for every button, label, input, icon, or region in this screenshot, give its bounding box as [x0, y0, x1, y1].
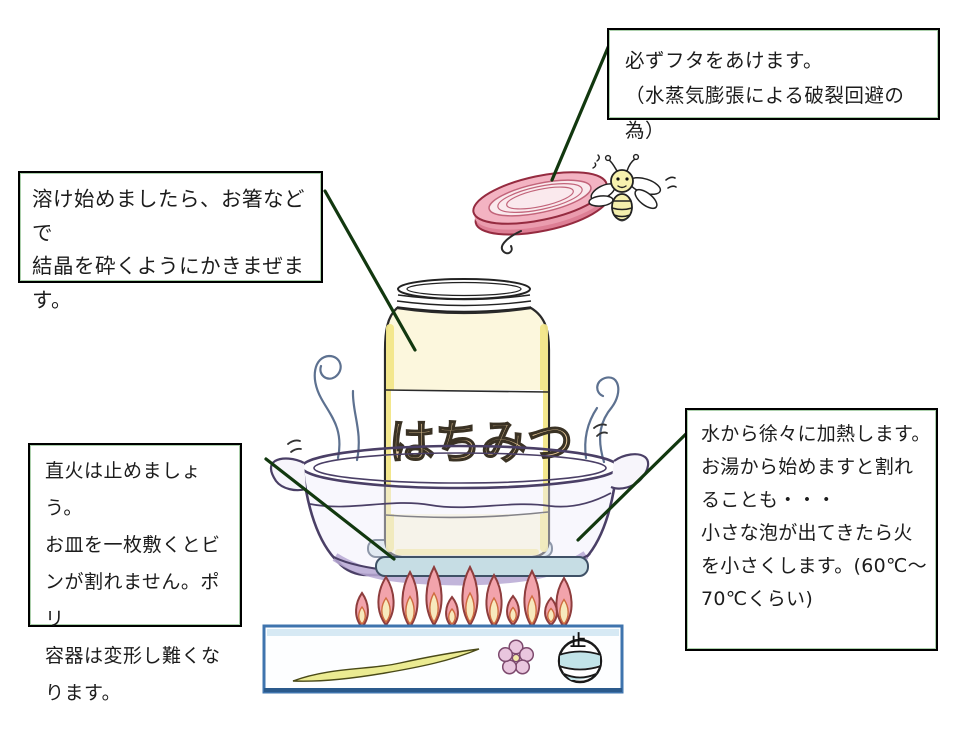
- motion-curl: [500, 230, 522, 255]
- flame-core: [448, 607, 456, 625]
- flower-decoration: [497, 639, 535, 675]
- flame-core: [405, 595, 415, 626]
- flame-core: [547, 607, 555, 623]
- leader-line-heat: [576, 429, 691, 542]
- callout-open-lid: 必ずフタをあけます。 （水蒸気膨張による破裂回避の為）: [607, 28, 940, 142]
- flame-core: [489, 596, 499, 626]
- callout-no-direct-fire: 直火は止めましょう。 お皿を一枚敷くとビ ンが割れません。ポリ 容器は変形し難く…: [28, 443, 242, 704]
- steam-swirl-left: [313, 354, 360, 462]
- callout-heat-from-water: 水から徐々に加熱します。 お湯から始めますと割れ ることも・・・ 小さな泡が出て…: [685, 408, 938, 651]
- flame-core: [527, 594, 537, 626]
- bee-icon: [588, 153, 677, 222]
- swoosh-decoration: [292, 648, 480, 682]
- flame-core: [559, 598, 569, 626]
- plate-lower: [375, 556, 589, 577]
- leader-line-stir: [323, 189, 417, 352]
- callout-stir: 溶け始めましたら、お箸などで 結晶を砕くようにかきまぜま す。: [18, 171, 323, 312]
- flame-core: [358, 605, 366, 626]
- knob-stop-label: 止: [570, 631, 586, 650]
- flame-core: [429, 591, 439, 624]
- steam-swirl-right: [584, 376, 620, 464]
- stove: 止: [262, 624, 624, 694]
- gas-flames: [355, 564, 573, 629]
- leader-line-no-fire: [264, 457, 396, 561]
- honey-jar: はちみつ: [383, 278, 574, 559]
- flame-core: [381, 596, 391, 624]
- jar-label: はちみつ: [389, 415, 573, 469]
- flame-core: [509, 606, 517, 623]
- flame-core: [465, 591, 475, 624]
- stove-knob: 止: [557, 631, 603, 684]
- leader-line-open-lid: [550, 36, 614, 182]
- jar-lid: [472, 171, 610, 236]
